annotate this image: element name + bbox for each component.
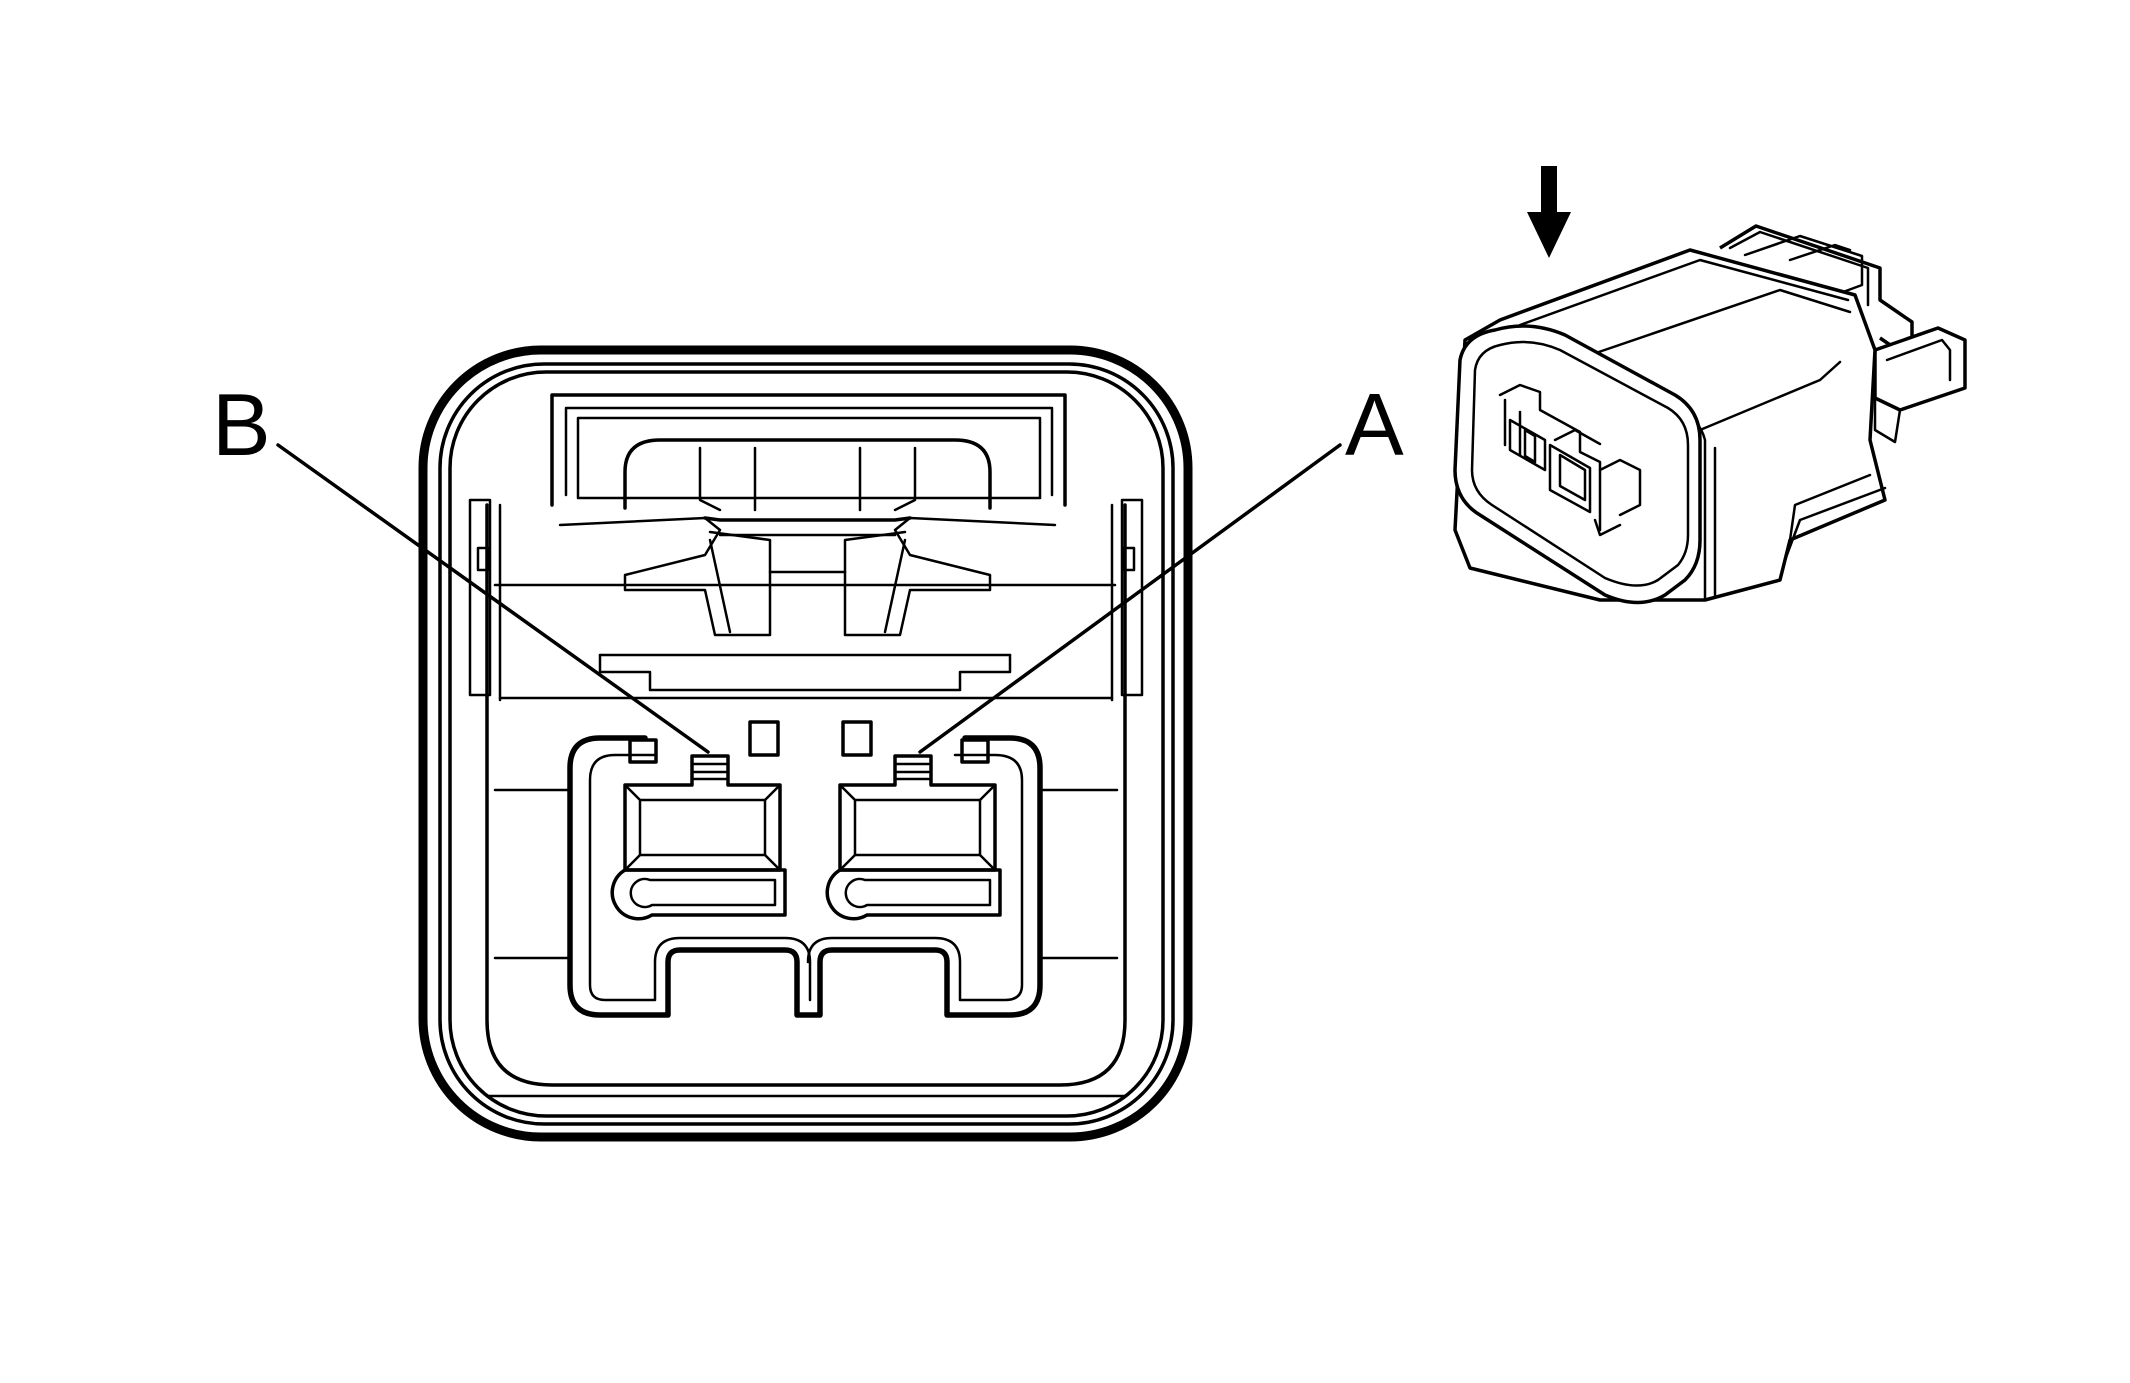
housing-outer-outline [418,345,1193,1142]
terminal-a [825,754,1002,921]
terminal-a-label: A [1345,375,1404,474]
terminal-b-label: B [212,375,271,474]
locking-latch [623,438,992,510]
arrow-down-icon [1527,166,1571,258]
terminal-b [610,754,787,921]
terminal-cavity-block [567,735,1043,1018]
connector-isometric-view [1453,224,1967,605]
leader-line-b [276,443,710,754]
connector-face-view: B A [212,345,1404,1142]
leader-line-a [918,443,1342,754]
latch-frame [550,393,1067,507]
